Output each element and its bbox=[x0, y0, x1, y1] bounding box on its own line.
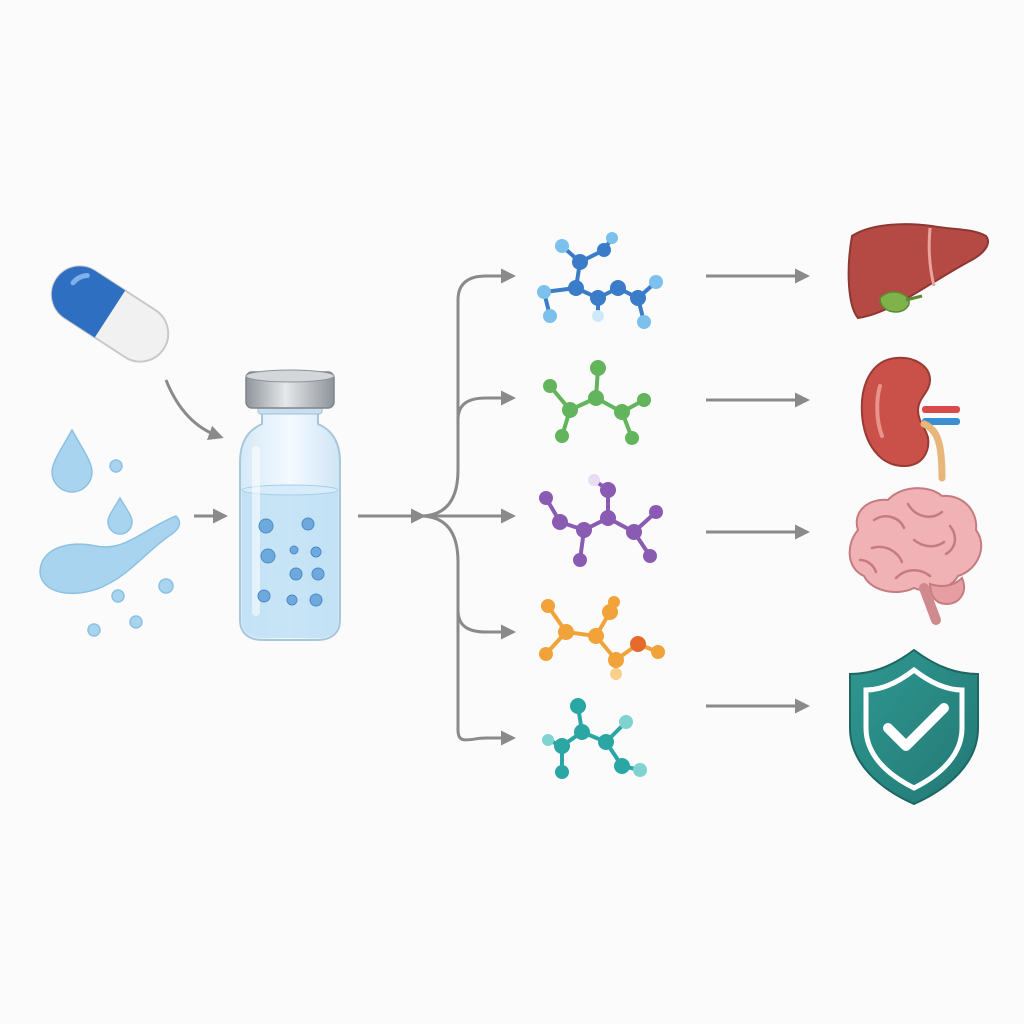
arrow-branch-2 bbox=[456, 390, 516, 421]
kidney-icon bbox=[860, 356, 960, 482]
molecule-teal-icon bbox=[542, 698, 647, 779]
arrow-branch-5 bbox=[419, 514, 516, 746]
liver-icon bbox=[847, 223, 989, 320]
molecule-blue-icon bbox=[537, 232, 663, 329]
capsule-icon bbox=[50, 265, 170, 363]
vial-icon bbox=[239, 369, 341, 641]
arrow-branch-4 bbox=[456, 609, 516, 640]
branch-arrows bbox=[358, 268, 516, 746]
molecule-purple-icon bbox=[539, 474, 663, 567]
brain-icon bbox=[848, 487, 983, 625]
shield-check-icon bbox=[849, 648, 979, 806]
molecule-orange-icon bbox=[539, 596, 665, 680]
arrow-capsule-to-vial bbox=[164, 379, 224, 440]
organ-arrows bbox=[706, 268, 810, 714]
water-drops-icon bbox=[39, 428, 181, 637]
arrow-branch-1 bbox=[419, 268, 516, 518]
molecule-green-icon bbox=[543, 360, 651, 445]
input-arrows bbox=[164, 379, 228, 524]
